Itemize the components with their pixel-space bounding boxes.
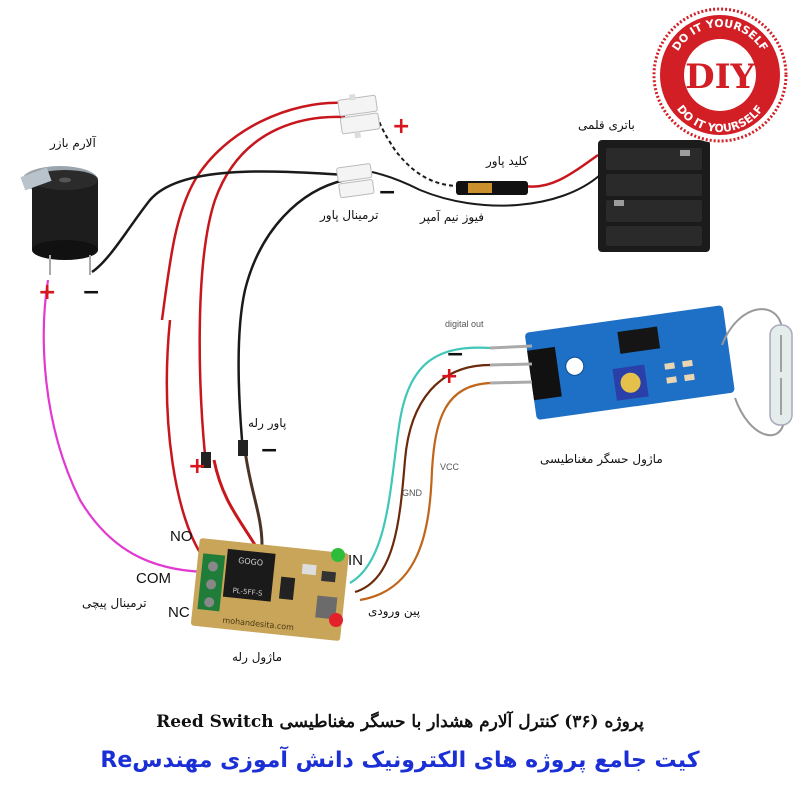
buzzer-plus-sign: + (38, 280, 57, 305)
wire-brown-gnd (354, 363, 491, 594)
wire-battery-positive (524, 153, 599, 188)
magnetic-sensor-label: ماژول حسگر مغناطیسی (540, 452, 663, 466)
fuse-label: فیوز نیم آمپر (420, 210, 484, 224)
reed-switch (721, 308, 793, 437)
terminal-minus-sign: − (378, 180, 397, 205)
buzzer-minus-sign: − (82, 280, 101, 305)
relay-module: GOGO PL-5FF-S mohandesita.com (190, 440, 349, 641)
battery-label: باتری قلمی (578, 118, 635, 132)
wire-teal-digital-out (349, 346, 491, 584)
sensor-minus-sign: − (446, 342, 465, 367)
wire-relay-red-lead (212, 459, 257, 546)
relay-minus-sign: − (260, 438, 279, 463)
wire-red-top (160, 101, 346, 321)
power-key-label: کلید پاور (486, 154, 529, 168)
wire-black-to-relay (237, 178, 346, 441)
wire-orange-vcc (359, 381, 491, 602)
wire-relay-black-lead (243, 449, 264, 546)
gnd-label: GND (402, 488, 422, 498)
relay-power-label: پاور رله (248, 416, 287, 430)
buzzer (20, 166, 98, 275)
wire-fuse-lead-white (394, 151, 461, 189)
badge-center-text: DIY (685, 57, 755, 97)
power-terminal-label: ترمینال پاور (320, 208, 379, 222)
sensor-plus-sign: + (440, 364, 459, 389)
nc-terminal-label: NC (168, 604, 190, 621)
relay-plus-sign: + (188, 454, 207, 479)
vcc-label: VCC (440, 462, 460, 472)
diy-badge-logo: DO IT YOURSELF DO IT YOURSELF DIY (652, 7, 788, 143)
no-terminal-label: NO (170, 528, 193, 545)
digital-out-label: digital out (445, 319, 484, 329)
wire-pink-buzzer-com (42, 279, 206, 574)
relay-module-label: ماژول رله (232, 650, 283, 664)
magnetic-sensor-module (489, 305, 735, 420)
screw-terminal-label: ترمینال پیچی (82, 596, 147, 610)
wire-black-to-buzzer (91, 170, 346, 274)
kit-title: کیت جامع پروژه های الکترونیک دانش آموزی … (100, 748, 700, 773)
battery-holder (598, 140, 710, 252)
fuse-holder (456, 181, 528, 195)
terminal-plus-sign: + (392, 114, 411, 139)
wire-red-to-no (165, 319, 207, 561)
wire-red-to-relay (198, 115, 346, 456)
wire-fuse-lead (377, 117, 461, 187)
wire-battery-negative (371, 171, 601, 207)
input-pin-label: پین ورودی (368, 604, 421, 618)
relay-maker-text: GOGO (238, 556, 264, 568)
in-pin-label: IN (348, 552, 363, 569)
relay-part-text: PL-5FF-S (232, 587, 263, 598)
power-terminal (336, 93, 381, 199)
buzzer-label: آلارم بازر (50, 136, 96, 150)
project-title: پروژه (۳۶) کنترل آلارم هشدار با حسگر مغن… (156, 712, 644, 732)
com-terminal-label: COM (136, 570, 171, 587)
